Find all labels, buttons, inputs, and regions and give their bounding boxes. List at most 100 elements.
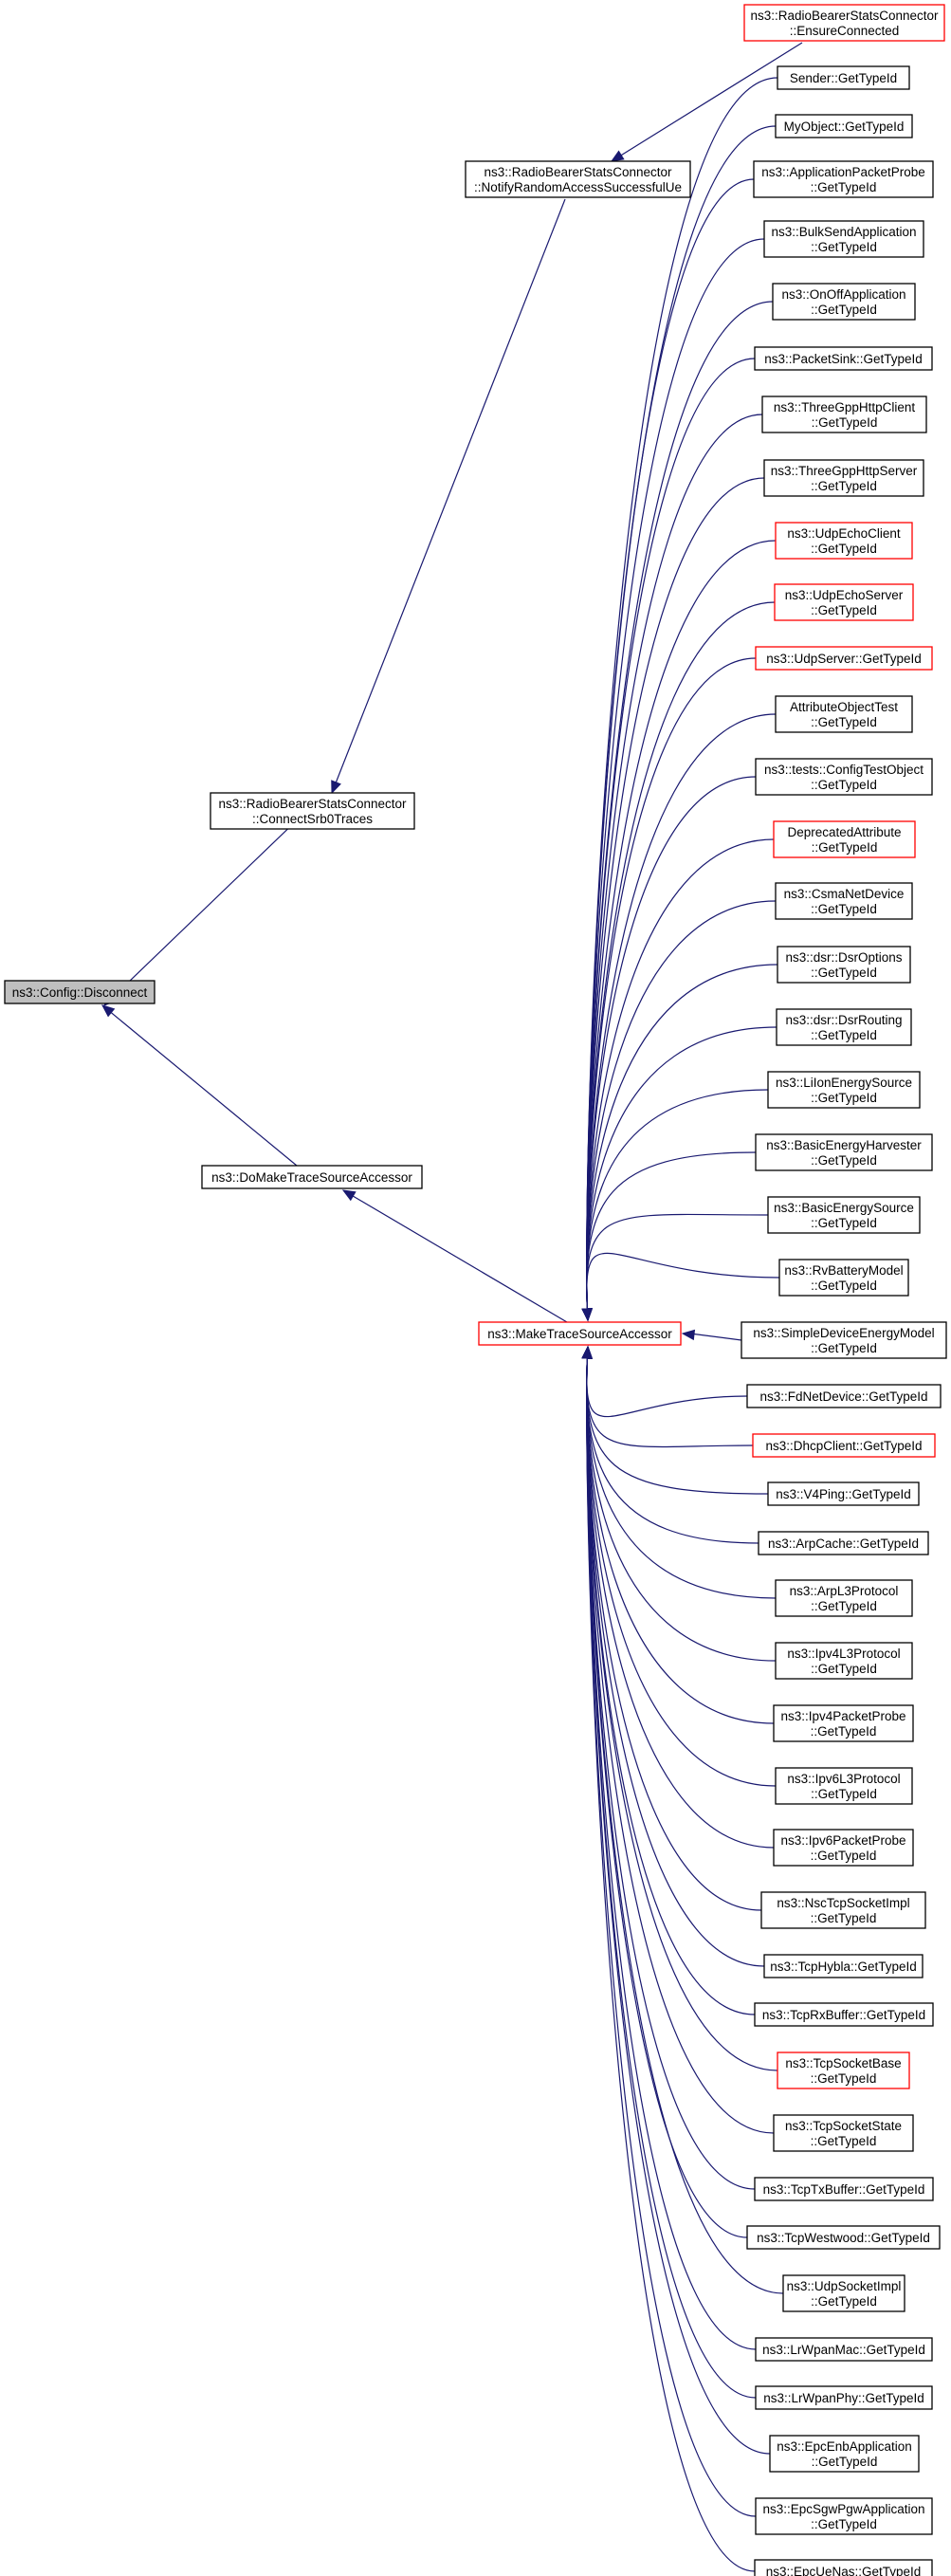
node-ns3-tcprxbuffer-gettypeid-box xyxy=(754,2002,934,2027)
node-ensureconnected-label: ns3::RadioBearerStatsConnector xyxy=(750,9,939,23)
node-ns3-tcpsocketbase-gettypeid[interactable]: ns3::TcpSocketBase::GetTypeId xyxy=(777,2052,910,2089)
node-connectsrb0[interactable]: ns3::RadioBearerStatsConnector::ConnectS… xyxy=(210,792,415,830)
node-ns3-dhcpclient-gettypeid-box xyxy=(752,1433,936,1458)
node-ns3-applicationpacketprobe-gettypeid-label: ns3::ApplicationPacketProbe xyxy=(761,165,925,179)
node-ns3-udpechoclient-gettypeid[interactable]: ns3::UdpEchoClient::GetTypeId xyxy=(775,522,913,560)
node-ns3-dhcpclient-gettypeid[interactable]: ns3::DhcpClient::GetTypeId xyxy=(752,1433,936,1458)
node-ns3-epcenbapplication-gettypeid[interactable]: ns3::EpcEnbApplication::GetTypeId xyxy=(769,2435,920,2473)
node-ns3-ipv6packetprobe-gettypeid[interactable]: ns3::Ipv6PacketProbe::GetTypeId xyxy=(773,1829,914,1867)
edge-gettypeid-28 xyxy=(586,1346,775,1724)
node-ns3-lrwpanmac-gettypeid[interactable]: ns3::LrWpanMac::GetTypeId xyxy=(755,2337,933,2362)
node-ns3-epcsgwpgwapplication-gettypeid[interactable]: ns3::EpcSgwPgwApplication::GetTypeId xyxy=(755,2497,933,2535)
node-deprecatedattribute-gettypeid-label: DeprecatedAttribute xyxy=(787,825,901,839)
node-ns3-onoffapplication-gettypeid[interactable]: ns3::OnOffApplication::GetTypeId xyxy=(772,283,916,321)
node-ns3-threegpphttpclient-gettypeid[interactable]: ns3::ThreeGppHttpClient::GetTypeId xyxy=(761,396,927,433)
node-ns3-ipv6l3protocol-gettypeid-box xyxy=(775,1767,913,1805)
node-myobject-gettypeid[interactable]: MyObject::GetTypeId xyxy=(775,114,913,138)
node-ns3-tcpsocketbase-gettypeid-box xyxy=(777,2052,910,2089)
edge-connectsrb0-to-notifyrand-arrowhead xyxy=(331,780,341,795)
node-ns3-onoffapplication-gettypeid-label: ::GetTypeId xyxy=(811,303,877,317)
node-ns3-udpechoserver-gettypeid[interactable]: ns3::UdpEchoServer::GetTypeId xyxy=(774,583,914,621)
node-disconnect[interactable]: ns3::Config::Disconnect xyxy=(4,980,155,1004)
node-domake[interactable]: ns3::DoMakeTraceSourceAccessor xyxy=(201,1165,423,1189)
node-attributeobjecttest-gettypeid[interactable]: AttributeObjectTest::GetTypeId xyxy=(775,695,913,733)
node-ns3-tcptxbuffer-gettypeid[interactable]: ns3::TcpTxBuffer::GetTypeId xyxy=(754,2177,934,2201)
call-edges xyxy=(101,42,803,2572)
node-ns3-threegpphttpserver-gettypeid[interactable]: ns3::ThreeGppHttpServer::GetTypeId xyxy=(763,459,924,497)
node-makeaccessor[interactable]: ns3::MakeTraceSourceAccessor xyxy=(478,1321,682,1346)
node-ns3-dsr-dsrrouting-gettypeid-label: ::GetTypeId xyxy=(811,1028,877,1042)
node-ns3-arpcache-gettypeid-box xyxy=(758,1531,929,1555)
node-ns3-udpserver-gettypeid[interactable]: ns3::UdpServer::GetTypeId xyxy=(755,646,933,671)
node-ns3-lrwpanphy-gettypeid[interactable]: ns3::LrWpanPhy::GetTypeId xyxy=(755,2385,933,2410)
node-ns3-ipv6packetprobe-gettypeid-label: ns3::Ipv6PacketProbe xyxy=(780,1833,905,1848)
node-ns3-arpl3protocol-gettypeid[interactable]: ns3::ArpL3Protocol::GetTypeId xyxy=(775,1579,913,1617)
node-ns3-epcuenas-gettypeid[interactable]: ns3::EpcUeNas::GetTypeId xyxy=(754,2559,933,2576)
node-ns3-basicenergysource-gettypeid[interactable]: ns3::BasicEnergySource::GetTypeId xyxy=(767,1196,921,1234)
node-ns3-applicationpacketprobe-gettypeid[interactable]: ns3::ApplicationPacketProbe::GetTypeId xyxy=(753,160,934,198)
node-ns3-ipv4l3protocol-gettypeid-label: ns3::Ipv4L3Protocol xyxy=(787,1647,900,1661)
node-ns3-nsctcpsocketimpl-gettypeid-label: ::GetTypeId xyxy=(811,1911,877,1925)
node-sender-gettypeid[interactable]: Sender::GetTypeId xyxy=(777,65,910,90)
node-ns3-udpechoserver-gettypeid-box xyxy=(774,583,914,621)
node-ns3-dsr-dsroptions-gettypeid[interactable]: ns3::dsr::DsrOptions::GetTypeId xyxy=(777,946,911,984)
node-ns3-dsr-dsrrouting-gettypeid-box xyxy=(776,1008,912,1046)
node-ns3-packetsink-gettypeid[interactable]: ns3::PacketSink::GetTypeId xyxy=(754,346,933,371)
node-ensureconnected[interactable]: ns3::RadioBearerStatsConnector::EnsureCo… xyxy=(743,4,945,42)
node-makeaccessor-box xyxy=(478,1321,682,1346)
edge-gettypeid-14 xyxy=(586,900,777,1321)
node-ns3-liionenergysource-gettypeid[interactable]: ns3::LiIonEnergySource::GetTypeId xyxy=(767,1071,921,1109)
node-ns3-epcsgwpgwapplication-gettypeid-label: ::GetTypeId xyxy=(811,2517,877,2531)
node-ns3-tests-configtestobject-gettypeid[interactable]: ns3::tests::ConfigTestObject::GetTypeId xyxy=(755,758,933,796)
node-ns3-tcphybla-gettypeid-box xyxy=(763,1954,924,1978)
node-ns3-ipv6l3protocol-gettypeid[interactable]: ns3::Ipv6L3Protocol::GetTypeId xyxy=(775,1767,913,1805)
node-ns3-tcpsocketstate-gettypeid[interactable]: ns3::TcpSocketState::GetTypeId xyxy=(773,2114,914,2152)
node-ns3-nsctcpsocketimpl-gettypeid[interactable]: ns3::NscTcpSocketImpl::GetTypeId xyxy=(760,1891,926,1929)
node-domake-box xyxy=(201,1165,423,1189)
node-ns3-v4ping-gettypeid[interactable]: ns3::V4Ping::GetTypeId xyxy=(767,1481,920,1506)
node-ns3-tcpwestwood-gettypeid[interactable]: ns3::TcpWestwood::GetTypeId xyxy=(746,2225,941,2250)
node-ns3-csmanetdevice-gettypeid[interactable]: ns3::CsmaNetDevice::GetTypeId xyxy=(775,882,913,920)
node-ns3-lrwpanmac-gettypeid-box xyxy=(755,2337,933,2362)
node-ns3-ipv4packetprobe-gettypeid[interactable]: ns3::Ipv4PacketProbe::GetTypeId xyxy=(773,1704,914,1742)
node-ns3-arpcache-gettypeid[interactable]: ns3::ArpCache::GetTypeId xyxy=(758,1531,929,1555)
node-sender-gettypeid-box xyxy=(777,65,910,90)
node-ns3-v4ping-gettypeid-box xyxy=(767,1481,920,1506)
node-notifyrand-label: ::NotifyRandomAccessSuccessfulUe xyxy=(474,180,682,194)
node-ns3-tcptxbuffer-gettypeid-box xyxy=(754,2177,934,2201)
node-ns3-fdnetdevice-gettypeid[interactable]: ns3::FdNetDevice::GetTypeId xyxy=(746,1384,942,1408)
edge-gettypeid-2 xyxy=(586,178,755,1321)
node-ns3-bulksendapplication-gettypeid-label: ::GetTypeId xyxy=(811,240,877,254)
node-ns3-udpsocketimpl-gettypeid-label: ::GetTypeId xyxy=(811,2294,877,2309)
node-disconnect-box xyxy=(4,980,155,1004)
node-notifyrand[interactable]: ns3::RadioBearerStatsConnector::NotifyRa… xyxy=(465,160,691,198)
edge-domake-to-disconnect-arrowhead xyxy=(101,1004,116,1018)
edge-gettypeid-21-arrowhead xyxy=(681,1329,696,1341)
node-ns3-ipv4l3protocol-gettypeid[interactable]: ns3::Ipv4L3Protocol::GetTypeId xyxy=(775,1642,913,1680)
edge-gettypeid-43 xyxy=(586,1346,756,2572)
node-ns3-tcphybla-gettypeid[interactable]: ns3::TcpHybla::GetTypeId xyxy=(763,1954,924,1978)
node-connectsrb0-label: ::ConnectSrb0Traces xyxy=(252,812,373,826)
node-ns3-bulksendapplication-gettypeid-label: ns3::BulkSendApplication xyxy=(771,225,916,239)
node-ns3-basicenergyharvester-gettypeid[interactable]: ns3::BasicEnergyHarvester::GetTypeId xyxy=(755,1133,933,1171)
node-ns3-tcprxbuffer-gettypeid[interactable]: ns3::TcpRxBuffer::GetTypeId xyxy=(754,2002,934,2027)
node-ns3-basicenergysource-gettypeid-label: ::GetTypeId xyxy=(811,1216,877,1230)
edge-gettypeid-39 xyxy=(586,1346,757,2350)
node-ns3-udpsocketimpl-gettypeid[interactable]: ns3::UdpSocketImpl::GetTypeId xyxy=(782,2274,905,2312)
node-ns3-dsr-dsrrouting-gettypeid[interactable]: ns3::dsr::DsrRouting::GetTypeId xyxy=(776,1008,912,1046)
node-domake-label: ns3::DoMakeTraceSourceAccessor xyxy=(211,1170,412,1185)
node-ns3-tests-configtestobject-gettypeid-label: ns3::tests::ConfigTestObject xyxy=(764,763,924,777)
node-ns3-epcuenas-gettypeid-label: ns3::EpcUeNas::GetTypeId xyxy=(766,2565,922,2576)
node-ns3-bulksendapplication-gettypeid[interactable]: ns3::BulkSendApplication::GetTypeId xyxy=(763,220,924,258)
node-ns3-tcptxbuffer-gettypeid-label: ns3::TcpTxBuffer::GetTypeId xyxy=(763,2182,925,2197)
node-ns3-rvbatterymodel-gettypeid[interactable]: ns3::RvBatteryModel::GetTypeId xyxy=(778,1259,909,1297)
node-ns3-simpledeviceenergymodel-gettypeid[interactable]: ns3::SimpleDeviceEnergyModel::GetTypeId xyxy=(741,1321,947,1359)
edge-gettypeid-9 xyxy=(586,601,776,1321)
node-sender-gettypeid-label: Sender::GetTypeId xyxy=(790,71,897,85)
node-deprecatedattribute-gettypeid[interactable]: DeprecatedAttribute::GetTypeId xyxy=(773,820,916,858)
node-attributeobjecttest-gettypeid-label: ::GetTypeId xyxy=(811,715,877,729)
node-connectsrb0-box xyxy=(210,792,415,830)
node-ns3-threegpphttpclient-gettypeid-box xyxy=(761,396,927,433)
node-ns3-ipv6l3protocol-gettypeid-label: ns3::Ipv6L3Protocol xyxy=(787,1772,900,1786)
node-ns3-tcprxbuffer-gettypeid-label: ns3::TcpRxBuffer::GetTypeId xyxy=(762,2008,925,2022)
